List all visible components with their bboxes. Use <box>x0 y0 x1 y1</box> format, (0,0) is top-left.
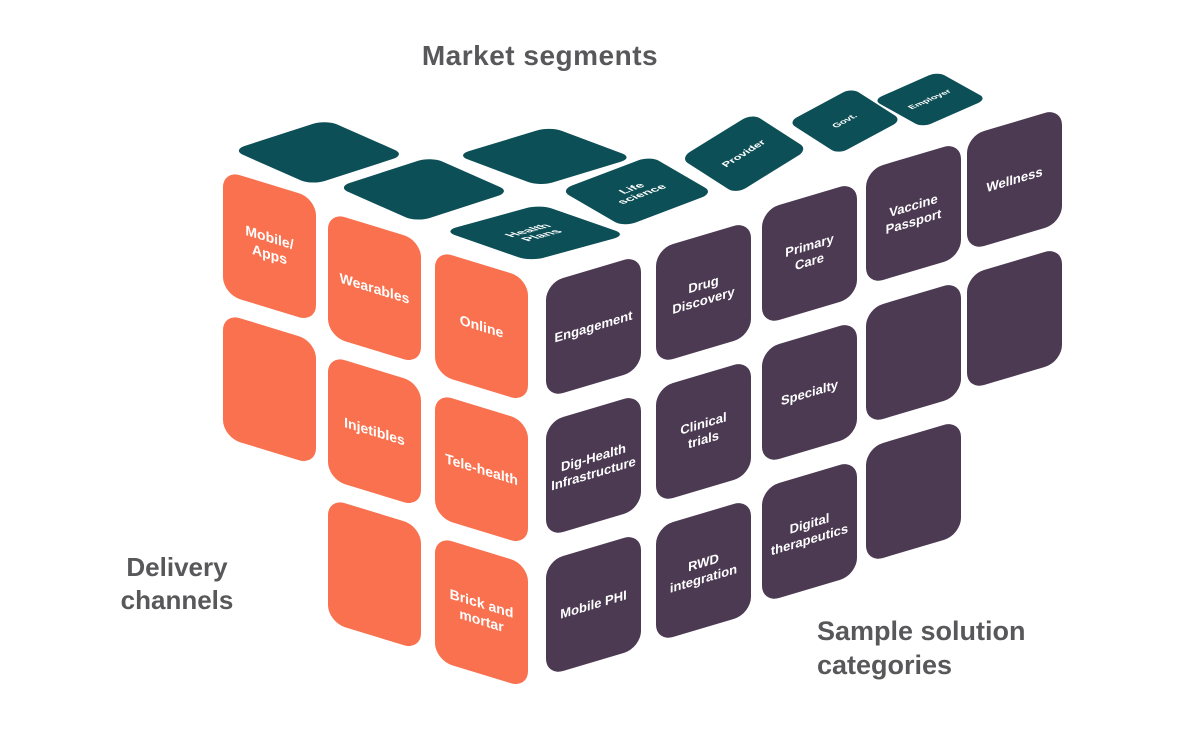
tile-label: Govt. <box>829 112 860 130</box>
tile-label: Drug Discovery <box>672 272 735 317</box>
tile-label: Life science <box>613 181 669 206</box>
tile-label: Brick and mortar <box>449 585 514 635</box>
tile-right-digital-therapeutics: Digital therapeutics <box>762 459 857 603</box>
tile-left-mobile-apps: Mobile/ Apps <box>223 170 316 323</box>
tile-label: Employer <box>905 88 954 111</box>
tile-label: Wearables <box>339 269 410 307</box>
tile-label: Wellness <box>986 163 1043 195</box>
tile-label: Primary Care <box>785 230 834 273</box>
tile-left-blank <box>223 313 316 466</box>
tile-right-mobile-phi: Mobile PHI <box>546 532 641 676</box>
tile-right-blank <box>866 419 961 563</box>
tile-label: Online <box>459 311 504 341</box>
tile-label: Provider <box>719 138 769 169</box>
title-market-segments: Market segments <box>421 40 659 71</box>
tile-right-engagement: Engagement <box>546 254 641 398</box>
tile-right-blank <box>967 246 1062 390</box>
tile-label: Mobile/ Apps <box>245 222 294 268</box>
tile-label: Dig-Health Infrastructure <box>551 440 636 493</box>
tile-label: Injetibles <box>344 413 405 449</box>
tile-right-blank <box>866 280 961 424</box>
tile-right-vaccine-passport: Vaccine Passport <box>866 141 961 285</box>
tile-label: Specialty <box>780 376 839 409</box>
tile-label: Engagement <box>554 307 633 346</box>
tile-label: RWD integration <box>669 550 738 596</box>
tile-left-online: Online <box>435 250 528 403</box>
label-sample-solution-categories: Sample solution categories <box>817 616 1026 681</box>
label-delivery-channels: Delivery channels <box>120 552 234 615</box>
tile-right-wellness: Wellness <box>967 107 1062 252</box>
tile-left-injetibles: Injetibles <box>328 355 421 508</box>
tile-left-tele-health: Tele-health <box>435 393 528 546</box>
tile-right-rwd-integration: RWD integration <box>656 498 751 642</box>
tile-right-drug-discovery: Drug Discovery <box>656 220 751 364</box>
tile-right-primary-care: Primary Care <box>762 181 857 325</box>
tile-top-provider: Provider <box>680 113 809 195</box>
tile-left-brick-and-mortar: Brick and mortar <box>435 536 528 689</box>
tile-label: Digital therapeutics <box>770 509 849 558</box>
tile-label: Mobile PHI <box>560 586 627 622</box>
tile-left-blank <box>328 498 421 651</box>
tile-label: Clinical trials <box>680 408 727 452</box>
tile-label: Health Plans <box>500 222 566 243</box>
tile-right-dig-health-infrastructure: Dig-Health Infrastructure <box>546 393 641 537</box>
tile-right-clinical-trials: Clinical trials <box>656 359 751 503</box>
tile-label: Vaccine Passport <box>885 190 942 237</box>
tile-left-wearables: Wearables <box>328 212 421 365</box>
tile-right-specialty: Specialty <box>762 320 857 464</box>
tile-label: Tele-health <box>445 449 518 488</box>
